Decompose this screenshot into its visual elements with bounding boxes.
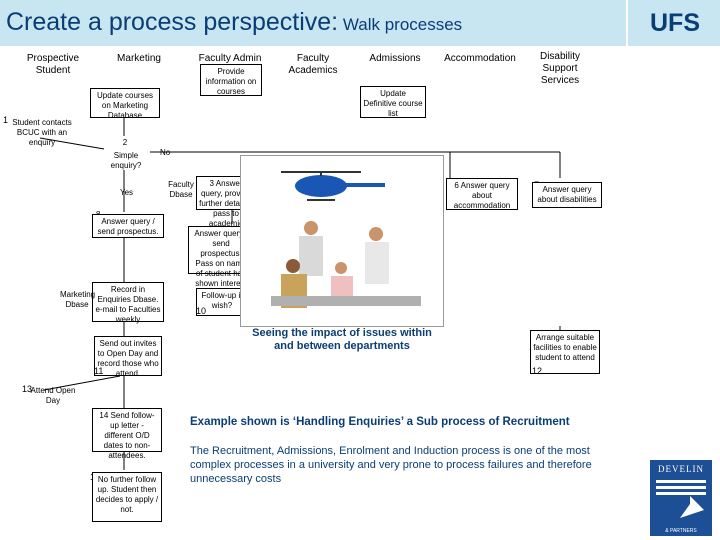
step-2-number: 2 [122, 138, 128, 147]
attend-open-day-text: Attend Open Day [30, 386, 76, 405]
lane-marketing: Marketing [117, 53, 161, 64]
follow-up-letter-box: 14 Send follow-up letter - different O/D… [92, 408, 162, 460]
answer-query-6-box: 6 Answer query about accommodation [446, 178, 518, 210]
page-title: Create a process perspective: Walk proce… [6, 8, 463, 36]
meeting-photo [240, 155, 444, 327]
step-11-number: 11 [94, 366, 104, 376]
update-definitive-box: Update Definitive course list [360, 86, 426, 118]
lane-prospective-student: Prospective Student [26, 53, 80, 76]
no-further-followup-box: No further follow up. Student then decid… [92, 472, 162, 522]
ufs-brand: UFS [626, 0, 720, 46]
logo-subtitle: & PARTNERS [665, 528, 697, 534]
people-illustration [271, 221, 421, 308]
description-paragraph: The Recruitment, Admissions, Enrolment a… [190, 445, 592, 485]
logo-name: DEVELIN [658, 464, 704, 474]
lane-disability: Disability Support Services [539, 51, 580, 86]
lane-faculty-admin: Faculty Admin [198, 53, 262, 64]
step-13-number: 13 [22, 384, 33, 394]
answer-query-7-box: Answer query about disabilities [532, 182, 602, 208]
student-contacts-text: Student contacts BCUC with an enquiry [12, 118, 72, 147]
send-invites-box: Send out invites to Open Day and record … [94, 336, 162, 378]
arrange-facilities-box: Arrange suitable facilities to enable st… [530, 330, 600, 374]
faculty-dbase-label: Faculty Dbase [168, 180, 194, 199]
update-courses-box: Update courses on Marketing Database [90, 88, 160, 120]
step-10-number: 10 [196, 306, 207, 316]
follow-up-box: Follow-up if wish? [196, 288, 248, 316]
provide-info-box: Provide information on courses [200, 64, 262, 96]
answer-query-8-box: Answer query / send prospectus. [92, 214, 164, 238]
title-bar [0, 0, 720, 46]
no-label: No [160, 148, 171, 157]
lane-admissions: Admissions [369, 53, 421, 64]
logo-mark-icon [656, 480, 706, 518]
lane-accommodation: Accommodation [444, 53, 516, 64]
step-12-number: 12 [532, 366, 543, 376]
develin-logo: DEVELIN & PARTNERS [650, 460, 712, 536]
example-text: Example shown is ‘Handling Enquiries’ a … [190, 416, 570, 428]
photo-caption: Seeing the impact of issues within and b… [252, 327, 432, 352]
yes-label: Yes [120, 188, 134, 197]
helicopter-illustration [281, 171, 385, 201]
lane-faculty-academics: Faculty Academics [288, 53, 338, 76]
record-enquiries-box: Record in Enquiries Dbase. e-mail to Fac… [92, 282, 164, 324]
step-1-number: 1 [3, 115, 9, 125]
marketing-dbase-label: Marketing Dbase [60, 290, 96, 309]
simple-enquiry-decision: Simple enquiry? [104, 148, 148, 170]
